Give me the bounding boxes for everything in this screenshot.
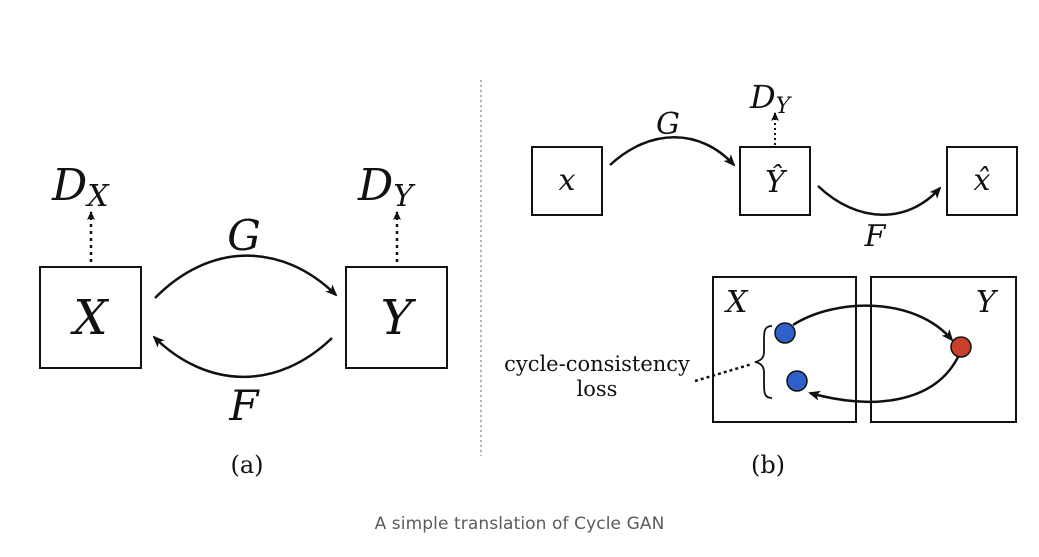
mapping-g-label: G (227, 211, 261, 260)
panel-b-top: x Ŷ x̂ DY G F (531, 78, 1018, 254)
domain-y-box (870, 276, 1017, 423)
mapping-f-label: F (228, 381, 260, 430)
mapping-g-arrow (154, 254, 338, 299)
mapping-f-top-arrow (817, 185, 942, 216)
domain-y-label: Y (976, 285, 999, 320)
domain-x-label: X (724, 285, 749, 320)
panel-b-bottom: X Y cycle-consistency loss (504, 276, 1017, 423)
node-x-label: X (69, 290, 109, 346)
input-x-label: x (559, 163, 576, 198)
reconstructed-x-box (946, 146, 1018, 216)
source-point (774, 322, 796, 344)
cycle-backward-arrow (808, 354, 961, 403)
mapping-g-top-arrow (609, 136, 736, 167)
loss-pointer-dotted (694, 362, 753, 383)
cycle-forward-arrow (792, 304, 954, 342)
loss-label-line2: loss (577, 377, 618, 401)
input-x-box (531, 146, 603, 216)
loss-brace (754, 325, 773, 399)
domain-x-box (712, 276, 857, 423)
translated-y-box (739, 146, 811, 216)
target-point (950, 336, 972, 358)
reconstructed-x-label: x̂ (974, 163, 991, 198)
panel-a-label: (a) (230, 451, 263, 479)
reconstructed-point (786, 370, 808, 392)
mapping-f-top-label: F (864, 219, 887, 254)
figure-caption: A simple translation of Cycle GAN (374, 514, 665, 534)
discriminator-y-top-label: DY (749, 78, 793, 119)
node-y-box (345, 266, 448, 369)
translated-y-label: Ŷ (765, 164, 788, 200)
node-y-label: Y (381, 290, 417, 346)
node-x-box (39, 266, 142, 369)
mapping-g-top-label: G (656, 107, 680, 142)
loss-label-line1: cycle-consistency (504, 352, 690, 376)
discriminator-y-label: DY (357, 160, 416, 214)
discriminator-x-label: DX (51, 160, 110, 214)
mapping-f-arrow (152, 335, 333, 378)
panel-a: X Y DX DY G F (a) (39, 160, 448, 479)
panel-b-label: (b) (751, 451, 785, 479)
